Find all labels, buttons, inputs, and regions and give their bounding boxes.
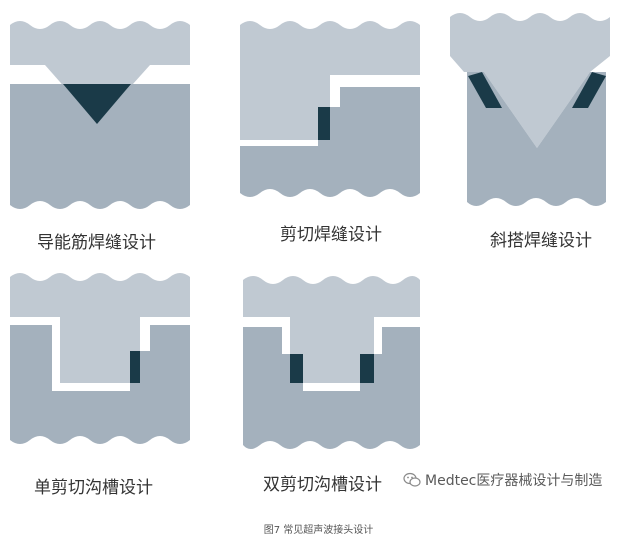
- watermark-text: Medtec医疗器械设计与制造: [425, 473, 603, 489]
- energy-director-upper-part: [10, 21, 190, 65]
- energy-director-diagram: [10, 21, 190, 209]
- scarf-joint-weld-zone-right: [572, 72, 606, 108]
- scarf-joint-upper-part: [450, 13, 610, 148]
- shear-joint-label: 剪切焊缝设计: [280, 225, 382, 245]
- figure-caption: 图7 常见超声波接头设计: [263, 525, 374, 536]
- scarf-joint-diagram: [450, 13, 610, 206]
- single-shear-groove-weld-zone: [130, 351, 140, 383]
- shear-joint-lower-part: [240, 87, 420, 197]
- energy-director-weld-zone: [63, 84, 131, 124]
- single-shear-groove-diagram: [10, 273, 190, 444]
- shear-joint-weld-zone: [318, 107, 330, 140]
- single-shear-groove-label: 单剪切沟槽设计: [34, 478, 153, 498]
- wechat-icon: [403, 472, 421, 487]
- single-shear-groove-lower-part: [10, 325, 190, 444]
- double-shear-groove-weld-zone-left: [290, 354, 303, 383]
- double-shear-groove-upper-part: [243, 276, 420, 383]
- double-shear-groove-weld-zone-right: [360, 354, 374, 383]
- single-shear-groove-upper-part: [10, 273, 190, 383]
- energy-director-label: 导能筋焊缝设计: [37, 233, 156, 253]
- shear-joint-diagram: [240, 21, 420, 197]
- double-shear-groove-lower-part: [243, 327, 420, 449]
- double-shear-groove-diagram: [243, 276, 420, 449]
- scarf-joint-lower-part: [467, 72, 606, 206]
- shear-joint-upper-part: [240, 21, 420, 140]
- scarf-joint-weld-zone-left: [468, 72, 502, 108]
- scarf-joint-label: 斜搭焊缝设计: [490, 231, 592, 251]
- energy-director-lower-part: [10, 84, 190, 209]
- watermark: Medtec医疗器械设计与制造: [403, 470, 602, 490]
- double-shear-groove-label: 双剪切沟槽设计: [263, 475, 382, 495]
